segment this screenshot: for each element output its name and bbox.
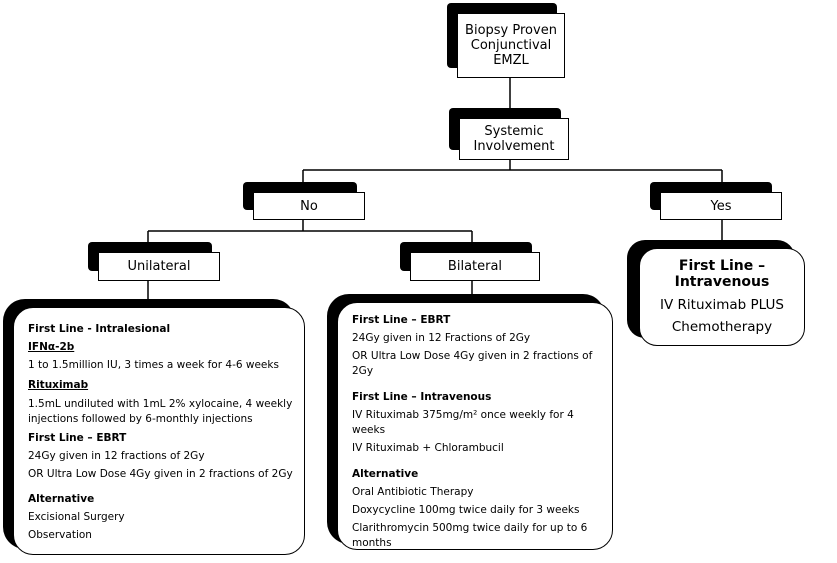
unilateral-ebrt1: 24Gy given in 12 fractions of 2Gy <box>28 450 205 462</box>
bilateral-alt3-1: Clarithromycin 500mg twice daily for up … <box>352 522 588 534</box>
biopsy-line2: Conjunctival <box>470 38 552 53</box>
yes-treatment-line1: First Line – <box>678 258 766 274</box>
unilateral-label: Unilateral <box>127 259 191 274</box>
yes-label: Yes <box>710 198 732 214</box>
bilateral-alt3-2: months <box>352 537 392 549</box>
bilateral-alt-heading: Alternative <box>352 468 419 480</box>
bilateral-iv2: IV Rituximab + Chlorambucil <box>352 442 504 454</box>
unilateral-heading2: First Line – EBRT <box>28 432 127 444</box>
bilateral-heading1: First Line – EBRT <box>352 314 451 326</box>
no-label: No <box>300 198 318 214</box>
unilateral-alt2: Observation <box>28 529 92 541</box>
bilateral-ebrt1: 24Gy given in 12 Fractions of 2Gy <box>352 332 531 344</box>
bilateral-ebrt2: OR Ultra Low Dose 4Gy given in 2 fractio… <box>352 350 593 377</box>
bilateral-heading2: First Line – Intravenous <box>352 391 492 403</box>
unilateral-drug2-dose-1: 1.5mL undiluted with 1mL 2% xylocaine, 4… <box>28 398 293 410</box>
bilateral-alt1: Oral Antibiotic Therapy <box>352 486 474 498</box>
unilateral-alt1: Excisional Surgery <box>28 511 125 523</box>
unilateral-ebrt2: OR Ultra Low Dose 4Gy given in 2 fractio… <box>28 468 293 480</box>
yes-treatment-line3: IV Rituximab PLUS <box>660 297 784 313</box>
unilateral-drug1-dose: 1 to 1.5million IU, 3 times a week for 4… <box>28 359 279 371</box>
yes-treatment-line4: Chemotherapy <box>671 319 773 335</box>
systemic-line1: Systemic <box>484 124 544 139</box>
systemic-line2: Involvement <box>473 139 555 154</box>
unilateral-drug1: IFNα-2b <box>28 341 75 353</box>
unilateral-heading1: First Line - Intralesional <box>28 323 171 335</box>
bilateral-iv1: IV Rituximab 375mg/m² once weekly for 4 … <box>352 409 574 436</box>
biopsy-line1: Biopsy Proven <box>465 23 557 38</box>
yes-treatment-line2: Intravenous <box>674 274 770 290</box>
biopsy-line3: EMZL <box>493 53 529 68</box>
unilateral-drug2-dose-2: injections followed by 6-monthly injecti… <box>28 413 253 425</box>
bilateral-alt2: Doxycycline 100mg twice daily for 3 week… <box>352 504 580 516</box>
bilateral-label: Bilateral <box>447 259 503 274</box>
unilateral-drug2: Rituximab <box>28 379 89 391</box>
unilateral-alt-heading: Alternative <box>28 493 95 505</box>
